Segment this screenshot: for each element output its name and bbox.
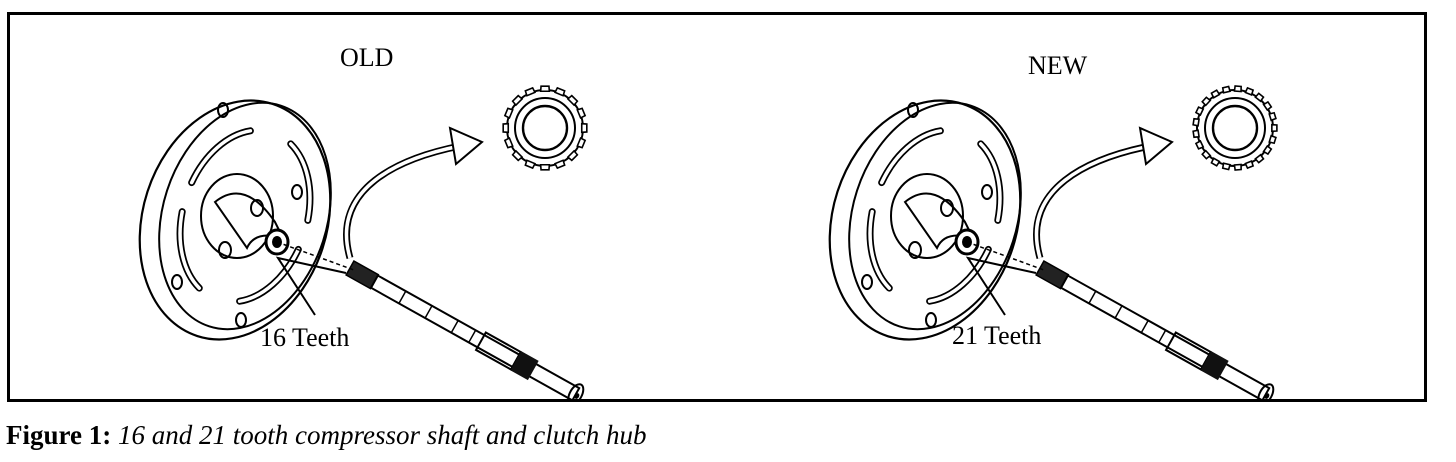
gear-tooth xyxy=(576,136,587,149)
hub-hole xyxy=(235,312,247,328)
shaft-end-gear xyxy=(502,85,588,171)
gear-tooth xyxy=(1194,139,1205,150)
arrow-head xyxy=(448,126,484,166)
new-title: NEW xyxy=(1028,51,1088,80)
hub-hole xyxy=(171,274,183,290)
gear-tooth xyxy=(511,149,524,162)
gear-tooth xyxy=(576,107,587,120)
gear-tooth xyxy=(1262,144,1273,156)
hub-hole xyxy=(291,184,303,200)
gear-tooth xyxy=(1192,117,1200,127)
caption-label: Figure 1: xyxy=(6,420,112,450)
gear-tooth xyxy=(566,149,579,162)
panel-new xyxy=(828,85,1278,399)
figure-frame: OLD NEW 16 Teeth 21 Teeth xyxy=(7,12,1427,402)
gear-tooth xyxy=(1271,123,1278,133)
gear-tooth xyxy=(1268,111,1277,122)
gear-tooth xyxy=(539,85,551,93)
hub-hole xyxy=(981,184,993,200)
shaft-end-gear xyxy=(1192,85,1278,171)
gear-tooth xyxy=(1194,106,1205,117)
gear-tooth xyxy=(503,107,514,120)
gear-tooth xyxy=(1233,85,1242,93)
figure-caption: Figure 1: 16 and 21 tooth compressor sha… xyxy=(6,420,646,451)
gear-tooth xyxy=(1201,149,1212,160)
hub-hole xyxy=(861,274,873,290)
gear-tooth xyxy=(511,94,524,107)
gear-tooth xyxy=(1254,153,1265,164)
gear-tooth xyxy=(1210,157,1221,167)
gear-tooth xyxy=(580,122,588,134)
gear-tooth xyxy=(1262,100,1273,112)
shaft-band xyxy=(510,351,539,381)
gear-tooth xyxy=(524,86,537,97)
compressor-shaft xyxy=(966,241,1275,399)
clutch-hub-plate xyxy=(138,99,332,341)
hub-hole xyxy=(925,312,937,328)
compressor-shaft xyxy=(276,241,585,399)
hub-boss xyxy=(890,173,964,259)
gear-tooth xyxy=(1201,96,1212,107)
gear-tooth xyxy=(1233,163,1242,171)
gear-tooth xyxy=(1221,162,1232,171)
gear-tooth xyxy=(503,136,514,149)
teeth-leader-line xyxy=(275,256,347,316)
gear-tooth xyxy=(1268,134,1277,145)
clutch-hub-plate xyxy=(828,99,1022,341)
gear-tooth xyxy=(553,159,566,170)
gear-tooth xyxy=(1244,86,1255,96)
gear-tooth xyxy=(539,163,551,171)
hub-hole xyxy=(907,102,919,118)
gear-tooth xyxy=(553,86,566,97)
panel-old xyxy=(138,85,588,399)
hub-boss xyxy=(200,173,274,259)
shaft-band xyxy=(1200,351,1229,381)
gear-tooth xyxy=(1192,129,1200,139)
gear-tooth xyxy=(1210,89,1221,99)
gear-tooth xyxy=(502,122,510,134)
gear-tooth xyxy=(1221,85,1232,94)
figure-illustration xyxy=(138,85,1278,399)
gear-tooth xyxy=(1244,160,1255,170)
hub-hole xyxy=(217,102,229,118)
old-title: OLD xyxy=(340,43,394,72)
gear-tooth xyxy=(1254,92,1265,103)
gear-tooth xyxy=(566,94,579,107)
new-teeth-label: 21 Teeth xyxy=(952,321,1042,350)
teeth-leader-line xyxy=(965,256,1037,316)
gear-tooth xyxy=(524,159,537,170)
old-teeth-label: 16 Teeth xyxy=(260,323,350,352)
caption-text: 16 and 21 tooth compressor shaft and clu… xyxy=(117,420,647,450)
arrow-head xyxy=(1138,126,1174,166)
